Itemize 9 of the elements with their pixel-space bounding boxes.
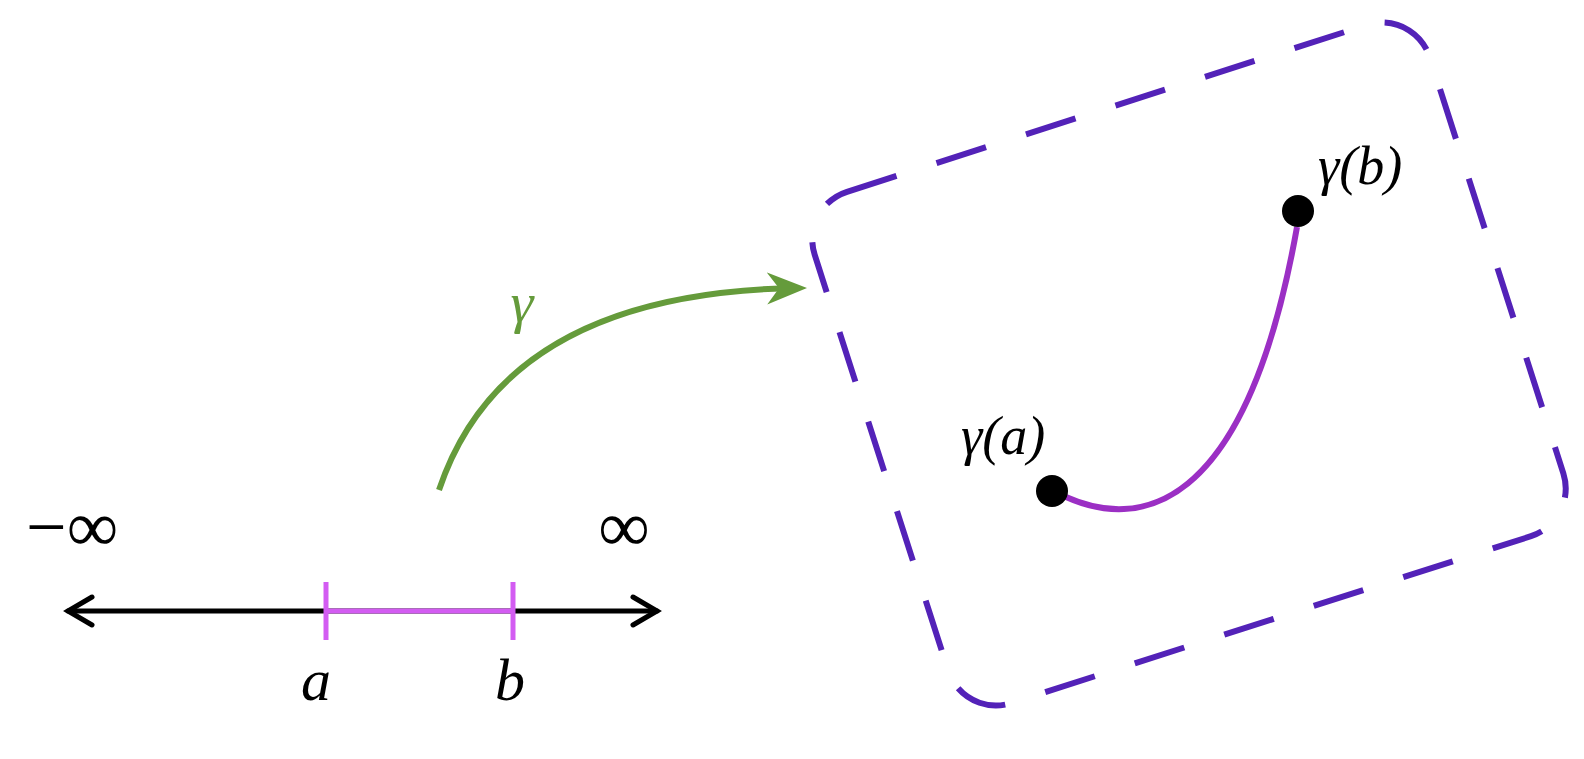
infinity-label: ∞ <box>598 491 650 563</box>
infinity-label: −∞ <box>26 491 118 563</box>
tick-label: b <box>495 650 525 710</box>
point-dot <box>1036 475 1068 507</box>
tick-label: a <box>301 650 331 710</box>
point-dot <box>1282 195 1314 227</box>
curved-arrow <box>436 273 807 492</box>
curve <box>1064 226 1300 512</box>
edge-label: γ <box>510 274 534 332</box>
